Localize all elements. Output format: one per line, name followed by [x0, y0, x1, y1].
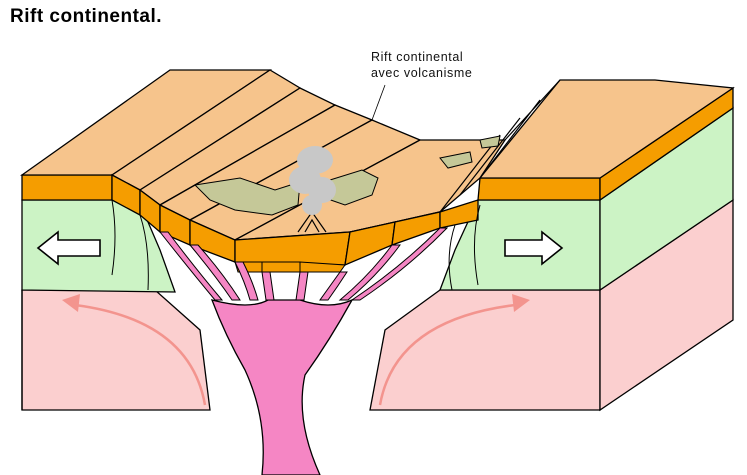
right-block-crust-edge — [478, 178, 600, 200]
magma-plume — [212, 300, 352, 475]
lava-flow-4 — [480, 136, 500, 148]
graben-step-b — [262, 262, 300, 272]
left-block-crust-edge — [22, 175, 112, 200]
right-block-mantle — [370, 290, 600, 410]
label-pointer — [372, 85, 385, 120]
left-block-mantle — [22, 290, 210, 410]
